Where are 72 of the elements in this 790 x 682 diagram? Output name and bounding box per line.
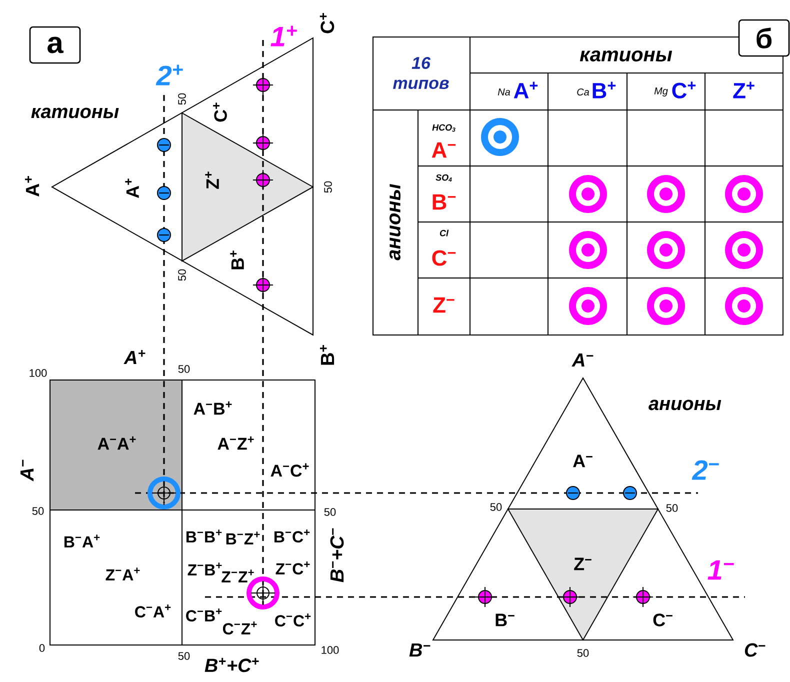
axis-label: B$^{−}$+C$^{−}$ bbox=[330, 528, 344, 582]
tick-label: 50 bbox=[178, 93, 186, 105]
table-header: катионы bbox=[580, 50, 672, 62]
table-header: C$^{+}$ bbox=[672, 82, 696, 98]
region-label: B$^{+}$ bbox=[230, 250, 244, 270]
axis-label: C$^{−}$ bbox=[744, 643, 766, 657]
region-label: A$^{−}$Z$^{+}$ bbox=[218, 436, 254, 450]
axis-label: B$^{−}$ bbox=[409, 643, 430, 657]
table-header: Z$^{+}$ bbox=[733, 82, 754, 98]
tick-label: 0 bbox=[39, 644, 45, 652]
series-label: 1$^{+}$ bbox=[270, 26, 297, 46]
axis-label: C$^{+}$ bbox=[320, 13, 334, 34]
table-header: анионы bbox=[390, 184, 400, 260]
table-header: Ca bbox=[577, 88, 590, 96]
tick-label: 50 bbox=[32, 507, 44, 515]
table-header: 16 типов bbox=[393, 56, 449, 90]
region-label: A$^{−}$ bbox=[573, 454, 592, 468]
tick-label: 50 bbox=[490, 503, 502, 511]
region-label: B$^{−}$ bbox=[496, 614, 514, 626]
panel-label: б bbox=[738, 19, 790, 57]
table-header: HCO$_{3}$ bbox=[432, 124, 456, 132]
axis-label: A$^{−}$ bbox=[572, 353, 594, 367]
region-label: C$^{−}$B$^{+}$ bbox=[186, 608, 222, 622]
axis-label: A$^{+}$ bbox=[124, 350, 146, 364]
table-header: Na bbox=[498, 88, 510, 96]
table-header: Cl bbox=[440, 230, 449, 236]
region-label: Z$^{−}$A$^{+}$ bbox=[106, 568, 140, 580]
table-header: B$^{−}$ bbox=[432, 194, 456, 210]
region-label: Z$^{+}$ bbox=[205, 172, 219, 189]
region-label: C$^{−}$C$^{+}$ bbox=[275, 614, 311, 626]
region-label: C$^{+}$ bbox=[213, 102, 227, 122]
region-label: A$^{−}$A$^{+}$ bbox=[98, 436, 136, 450]
region-label: C$^{−}$A$^{+}$ bbox=[135, 604, 171, 618]
series-label: 2$^{+}$ bbox=[156, 64, 183, 86]
region-label: B$^{−}$B$^{+}$ bbox=[186, 530, 222, 542]
table-header: Mg bbox=[654, 88, 668, 96]
table-header: C$^{−}$ bbox=[432, 250, 456, 266]
axis-label: A$^{+}$ bbox=[24, 176, 40, 197]
tick-label: 50 bbox=[324, 181, 332, 193]
panel-label: а bbox=[29, 26, 81, 64]
tick-label: 100 bbox=[322, 646, 339, 654]
region-label: Z$^{−}$ bbox=[574, 558, 592, 570]
tick-label: 50 bbox=[666, 504, 678, 512]
table-header: B$^{+}$ bbox=[592, 82, 616, 98]
section-title: анионы bbox=[648, 400, 722, 410]
region-label: B$^{−}$Z$^{+}$ bbox=[226, 532, 260, 544]
region-label: Z$^{−}$C$^{+}$ bbox=[276, 562, 310, 574]
region-label: Z$^{−}$Z$^{+}$ bbox=[222, 570, 254, 582]
series-label: 2$^{−}$ bbox=[692, 460, 719, 480]
axis-label: B$^{+}$ bbox=[320, 345, 334, 365]
series-label: 1$^{−}$ bbox=[708, 560, 734, 580]
region-label: A$^{+}$ bbox=[125, 178, 139, 198]
tick-label: 50 bbox=[178, 365, 190, 373]
region-label: A$^{−}$C$^{+}$ bbox=[270, 463, 309, 477]
table-header: A$^{−}$ bbox=[432, 142, 456, 158]
tick-label: 50 bbox=[178, 652, 190, 660]
axis-label: A$^{−}$ bbox=[20, 460, 34, 482]
region-label: C$^{−}$Z$^{+}$ bbox=[222, 622, 257, 634]
region-label: C$^{−}$ bbox=[653, 614, 672, 626]
region-label: Z$^{−}$B$^{+}$ bbox=[188, 562, 222, 576]
region-label: B$^{−}$A$^{+}$ bbox=[64, 534, 100, 548]
tick-label: 50 bbox=[577, 649, 589, 657]
section-title: катионы bbox=[31, 108, 119, 118]
table-header: A$^{+}$ bbox=[514, 82, 538, 98]
region-label: A$^{−}$B$^{+}$ bbox=[194, 401, 232, 415]
tick-label: 100 bbox=[30, 369, 47, 377]
table-header: Z$^{−}$ bbox=[433, 297, 454, 313]
tick-label: 50 bbox=[324, 508, 336, 516]
tick-label: 50 bbox=[178, 269, 186, 281]
region-label: B$^{−}$C$^{+}$ bbox=[274, 530, 310, 542]
table-header: SO$_{4}$ bbox=[436, 174, 452, 182]
axis-label: B$^{+}$+C$^{+}$ bbox=[204, 658, 259, 672]
